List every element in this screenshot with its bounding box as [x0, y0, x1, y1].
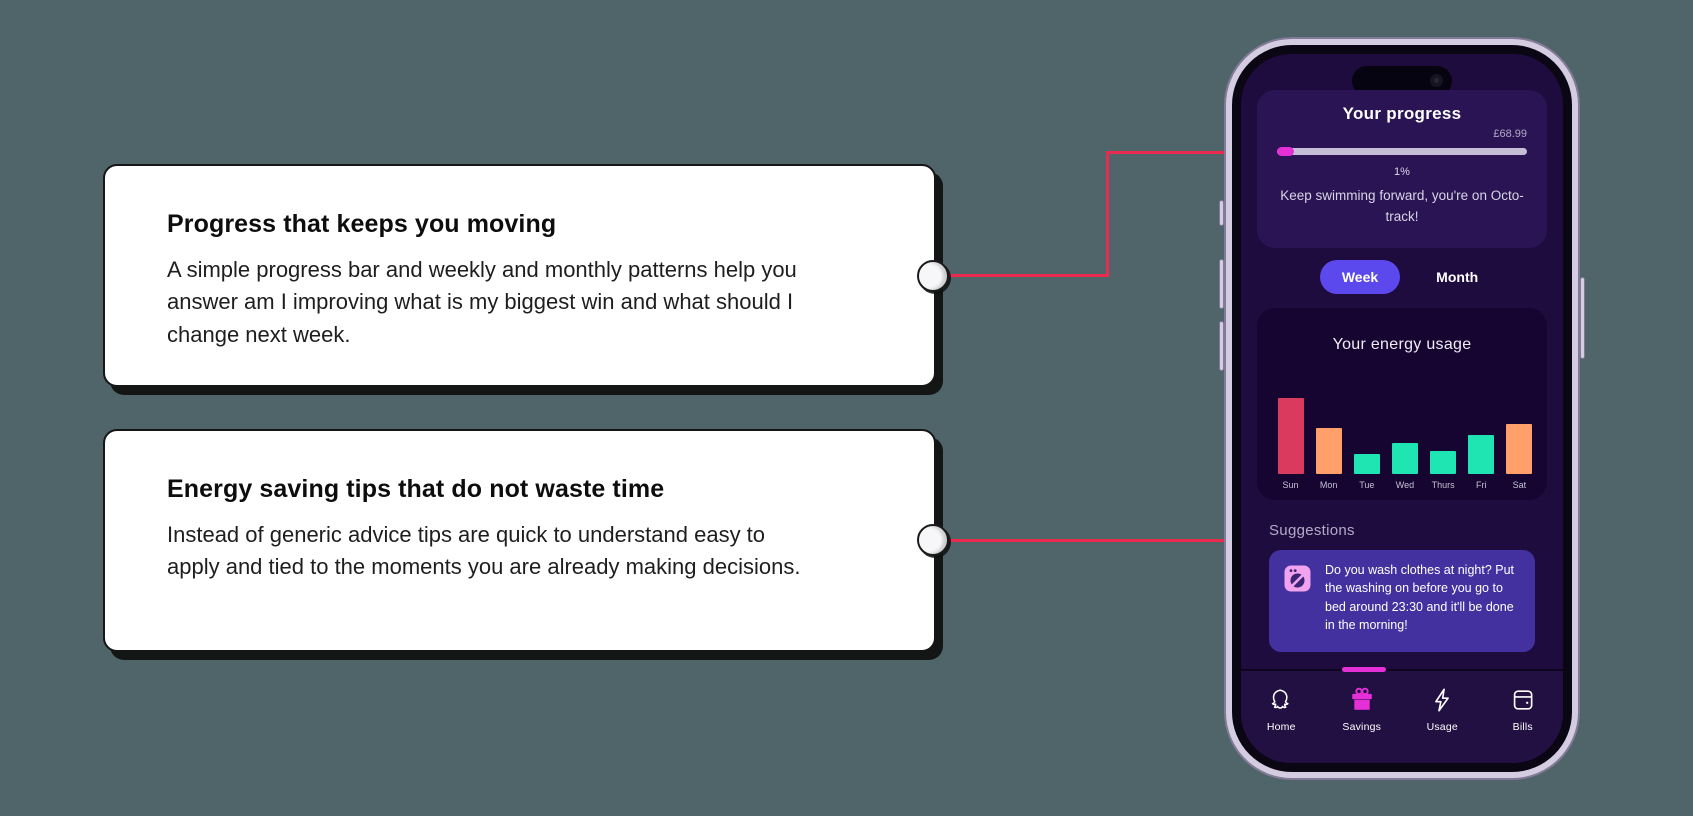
- toggle-week-button[interactable]: Week: [1319, 260, 1401, 294]
- chart-tick-label: Wed: [1395, 480, 1415, 490]
- bottom-nav: Home Savings Usage: [1241, 667, 1564, 763]
- chart-tick-label: Sat: [1512, 480, 1527, 490]
- chart-tick-label: Sun: [1282, 480, 1299, 490]
- octopus-home-icon: [1271, 689, 1289, 709]
- gift-icon: [1351, 687, 1372, 710]
- nav-item-usage[interactable]: Usage: [1402, 671, 1483, 763]
- connector-line: [948, 539, 1236, 542]
- front-camera-icon: [1430, 74, 1443, 87]
- chart-tick-label: Mon: [1319, 480, 1338, 490]
- progress-title: Your progress: [1342, 104, 1462, 123]
- chart-tick-label: Tue: [1359, 480, 1375, 490]
- phone-mute-switch: [1219, 200, 1224, 226]
- progress-bar-fill: [1277, 147, 1294, 156]
- nav-label: Usage: [1426, 721, 1458, 733]
- energy-usage-card: Your energy usage Sun Mon Tue: [1257, 308, 1547, 500]
- connector-line: [948, 274, 1107, 277]
- suggestion-text: Do you wash clothes at night? Put the wa…: [1325, 563, 1515, 632]
- feature-card-progress: Progress that keeps you moving A simple …: [103, 164, 936, 387]
- feature-card-body: Instead of generic advice tips are quick…: [167, 522, 801, 580]
- chart-column: Sat: [1506, 424, 1533, 492]
- chart-bar: [1468, 435, 1495, 474]
- bar-chart: Sun Mon Tue Wed: [1277, 398, 1533, 492]
- nav-item-bills[interactable]: Bills: [1483, 671, 1564, 763]
- wallet-icon: [1513, 690, 1533, 710]
- feature-card-title: Progress that keeps you moving: [167, 210, 557, 238]
- phone-mockup: Your progress £68.99 1% Keep swimming fo…: [1219, 45, 1585, 772]
- chart-bar: [1315, 428, 1342, 474]
- connector-dot: [917, 260, 949, 292]
- active-tab-indicator: [1342, 667, 1386, 672]
- chart-column: Thurs: [1430, 451, 1457, 492]
- nav-label: Home: [1266, 721, 1296, 733]
- phone-screen: Your progress £68.99 1% Keep swimming fo…: [1241, 54, 1563, 763]
- connector-line: [1106, 151, 1236, 154]
- feature-card-tips: Energy saving tips that do not waste tim…: [103, 429, 936, 652]
- chart-title: Your energy usage: [1332, 336, 1472, 353]
- chart-column: Sun: [1277, 398, 1304, 492]
- period-toggle: Week Month: [1241, 258, 1563, 296]
- progress-card: Your progress £68.99 1% Keep swimming fo…: [1257, 90, 1547, 248]
- feature-card-title: Energy saving tips that do not waste tim…: [167, 475, 665, 503]
- phone-power-button: [1580, 277, 1585, 359]
- suggestions-heading: Suggestions: [1269, 522, 1355, 539]
- chart-bar: [1391, 443, 1418, 474]
- toggle-month-button[interactable]: Month: [1436, 269, 1479, 285]
- phone-volume-up-button: [1219, 259, 1224, 309]
- progress-message: Keep swimming forward, you're on Octo-tr…: [1280, 188, 1524, 224]
- progress-percent: 1%: [1394, 166, 1410, 178]
- connector-dot: [917, 524, 949, 556]
- chart-bar: [1353, 454, 1380, 474]
- chart-column: Wed: [1391, 443, 1418, 492]
- progress-bar-track: [1277, 147, 1527, 156]
- chart-bar: [1430, 451, 1457, 474]
- chart-column: Mon: [1315, 428, 1342, 492]
- progress-amount: £68.99: [1493, 128, 1527, 140]
- nav-item-home[interactable]: Home: [1241, 671, 1322, 763]
- connector-line: [1106, 151, 1109, 277]
- phone-volume-down-button: [1219, 321, 1224, 371]
- lightning-icon: [1435, 688, 1450, 712]
- chart-bar: [1506, 424, 1533, 474]
- chart-tick-label: Thurs: [1431, 480, 1455, 490]
- chart-tick-label: Fri: [1476, 480, 1487, 490]
- nav-item-savings[interactable]: Savings: [1322, 671, 1403, 763]
- nav-label: Savings: [1342, 721, 1382, 733]
- washing-machine-icon: [1284, 565, 1311, 592]
- chart-bar: [1277, 398, 1304, 474]
- nav-label: Bills: [1512, 721, 1533, 733]
- chart-column: Fri: [1468, 435, 1495, 492]
- feature-card-body: A simple progress bar and weekly and mon…: [167, 257, 797, 347]
- chart-column: Tue: [1353, 454, 1380, 492]
- suggestion-card[interactable]: Do you wash clothes at night? Put the wa…: [1269, 550, 1535, 652]
